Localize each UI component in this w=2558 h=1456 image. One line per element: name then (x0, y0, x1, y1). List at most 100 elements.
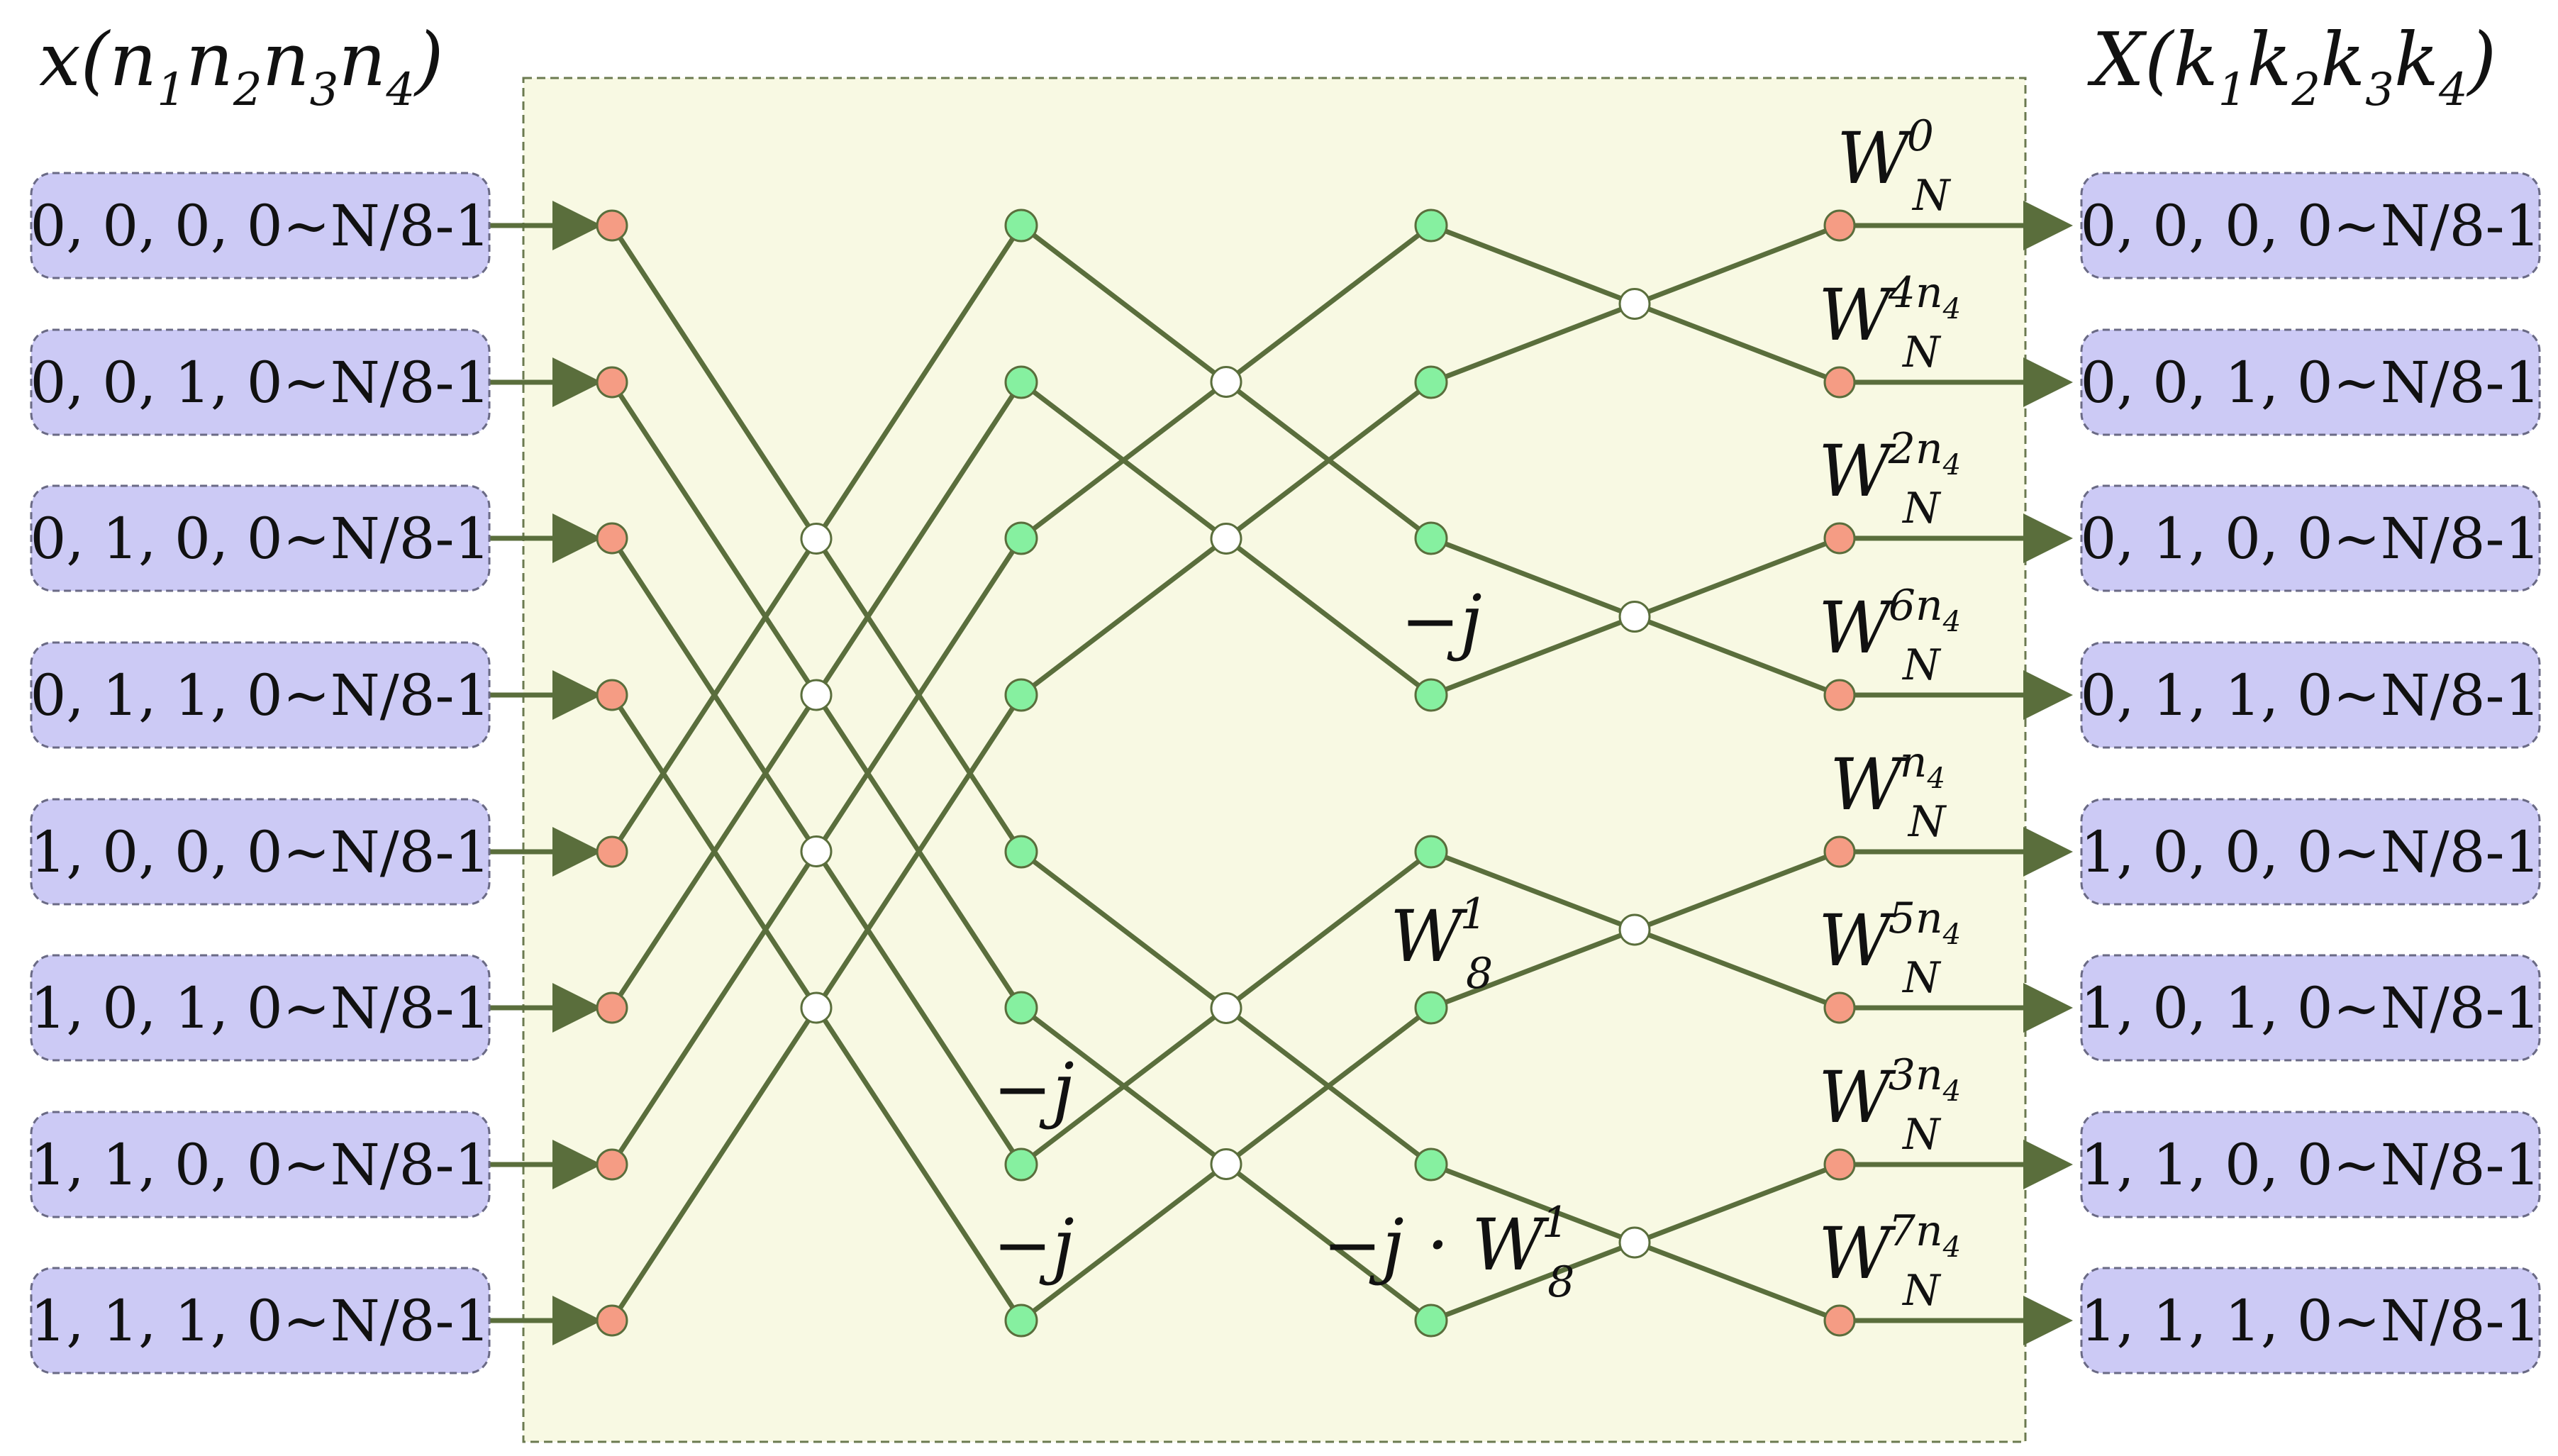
output-box-label: 0, 1, 1, 0~N/8-1 (2081, 662, 2541, 728)
stage1-node (1004, 365, 1038, 399)
input-box: 0, 0, 0, 0~N/8-1 (30, 172, 491, 279)
output-box-label: 1, 0, 1, 0~N/8-1 (2081, 975, 2541, 1041)
input-box-bg (30, 1111, 491, 1218)
input-box: 0, 1, 0, 0~N/8-1 (30, 484, 491, 592)
twiddle-node (1823, 1304, 1856, 1337)
stage1-node (1004, 1147, 1038, 1182)
output-box: 0, 0, 1, 0~N/8-1 (2080, 328, 2541, 436)
stage1-node (1004, 991, 1038, 1025)
output-box-label: 0, 1, 0, 0~N/8-1 (2081, 506, 2541, 572)
input-box: 0, 0, 1, 0~N/8-1 (30, 328, 491, 436)
input-box-label: 1, 1, 1, 0~N/8-1 (30, 1288, 491, 1354)
input-box: 0, 1, 1, 0~N/8-1 (30, 641, 491, 749)
input-box-bg (30, 172, 491, 279)
output-box-bg (2080, 798, 2541, 906)
input-node (596, 522, 628, 555)
output-box: 0, 0, 0, 0~N/8-1 (2080, 172, 2541, 279)
output-box: 1, 1, 0, 0~N/8-1 (2080, 1111, 2541, 1218)
input-box: 1, 0, 0, 0~N/8-1 (30, 798, 491, 906)
twiddle-node (1823, 1148, 1856, 1181)
twiddle-node (1823, 366, 1856, 399)
input-header: x(n1n2n3n4) (39, 16, 444, 116)
input-box-bg (30, 954, 491, 1062)
cross-node-s1 (800, 835, 833, 867)
input-box-label: 0, 0, 1, 0~N/8-1 (30, 350, 491, 416)
twiddle-node (1823, 991, 1856, 1024)
cross-node-s1 (800, 679, 833, 711)
input-node (596, 366, 628, 399)
stage1-node (1004, 209, 1038, 243)
flow-panel (522, 77, 2027, 1443)
output-box: 1, 0, 0, 0~N/8-1 (2080, 798, 2541, 906)
output-box: 1, 0, 1, 0~N/8-1 (2080, 954, 2541, 1062)
output-box-label: 0, 0, 1, 0~N/8-1 (2081, 350, 2541, 416)
twiddle-node (1823, 209, 1856, 242)
stage2-node (1414, 835, 1448, 869)
input-node (596, 1304, 628, 1337)
output-box-bg (2080, 954, 2541, 1062)
input-box-label: 0, 0, 0, 0~N/8-1 (30, 193, 491, 259)
stage2-node (1414, 991, 1448, 1025)
input-node (596, 209, 628, 242)
output-box-label: 1, 0, 0, 0~N/8-1 (2081, 819, 2541, 885)
stage2-node (1414, 1147, 1448, 1182)
stage2-node (1414, 1304, 1448, 1338)
cross-node-s1 (800, 523, 833, 555)
butterfly-nodes (596, 209, 1856, 1338)
stage2-node (1414, 678, 1448, 712)
minus-j-label: −j (993, 1204, 1074, 1286)
input-box-label: 1, 0, 1, 0~N/8-1 (30, 975, 491, 1041)
input-box-label: 1, 1, 0, 0~N/8-1 (30, 1132, 491, 1198)
input-node (596, 991, 628, 1024)
input-box-label: 0, 1, 1, 0~N/8-1 (30, 662, 491, 728)
input-box-bg (30, 484, 491, 592)
cross-node-s3 (1618, 288, 1651, 320)
stage1-node (1004, 521, 1038, 555)
output-box-label: 1, 1, 1, 0~N/8-1 (2081, 1288, 2541, 1354)
cross-node-s2 (1210, 366, 1242, 398)
stage2-node (1414, 521, 1448, 555)
minus-j-label: −j (1401, 579, 1482, 662)
cross-node-s2 (1210, 1148, 1242, 1180)
stage2-node (1414, 209, 1448, 243)
input-box: 1, 1, 0, 0~N/8-1 (30, 1111, 491, 1218)
output-box-bg (2080, 484, 2541, 592)
output-header: X(k1k2k3k4) (2087, 16, 2496, 116)
output-box-bg (2080, 641, 2541, 749)
input-box-bg (30, 798, 491, 906)
twiddle-node (1823, 835, 1856, 868)
stage2-node (1414, 365, 1448, 399)
output-box-bg (2080, 328, 2541, 436)
io-arrows (489, 201, 2073, 1345)
io-boxes: 0, 0, 0, 0~N/8-1 0, 0, 1, 0~N/8-1 0, 1, 0,… (30, 172, 2541, 1374)
input-node (596, 679, 628, 711)
input-box-label: 1, 0, 0, 0~N/8-1 (30, 819, 491, 885)
minus-j-label: −j (993, 1047, 1074, 1130)
output-box-label: 1, 1, 0, 0~N/8-1 (2081, 1132, 2541, 1198)
cross-node-s3 (1618, 1226, 1651, 1259)
stage1-node (1004, 835, 1038, 869)
cross-node-s1 (800, 991, 833, 1024)
output-box-label: 0, 0, 0, 0~N/8-1 (2081, 193, 2541, 259)
cross-node-s2 (1210, 992, 1242, 1024)
twiddle-node (1823, 522, 1856, 555)
output-box-bg (2080, 1111, 2541, 1218)
output-box: 0, 1, 1, 0~N/8-1 (2080, 641, 2541, 749)
input-box-bg (30, 328, 491, 436)
input-node (596, 1148, 628, 1181)
output-box: 0, 1, 0, 0~N/8-1 (2080, 484, 2541, 592)
input-box-label: 0, 1, 0, 0~N/8-1 (30, 506, 491, 572)
input-box-bg (30, 1267, 491, 1374)
input-box: 1, 0, 1, 0~N/8-1 (30, 954, 491, 1062)
stage1-node (1004, 678, 1038, 712)
